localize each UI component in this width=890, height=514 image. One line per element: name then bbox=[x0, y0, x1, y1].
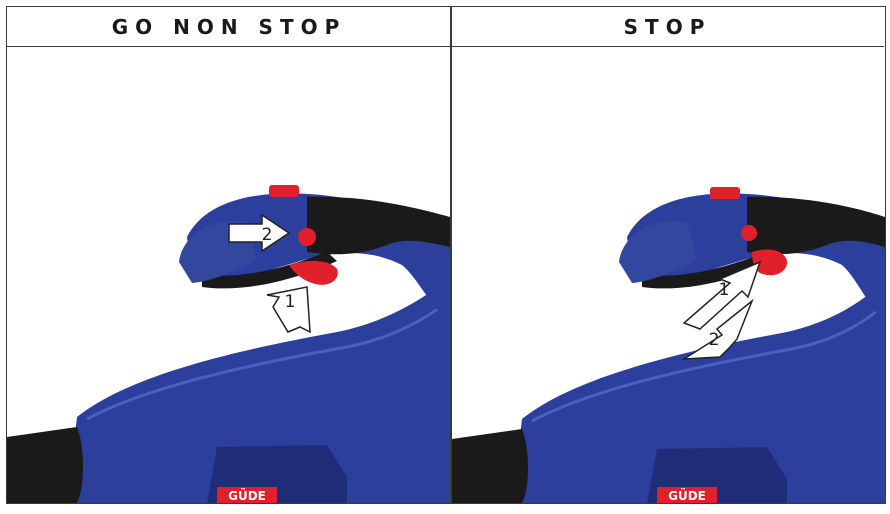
blower-illustration-go: GÜDE 2 1 bbox=[7, 47, 450, 503]
arrow-up-icon: 1 bbox=[267, 287, 310, 332]
nozzle bbox=[452, 429, 528, 503]
step-label-2: 2 bbox=[262, 225, 273, 245]
brand-logo-text: GÜDE bbox=[668, 488, 706, 503]
panel-stop: GÜDE 1 2 bbox=[452, 47, 885, 503]
step-label-1: 1 bbox=[719, 280, 730, 300]
nozzle bbox=[7, 427, 83, 503]
lock-button-top bbox=[269, 185, 299, 197]
trigger bbox=[289, 261, 338, 285]
panel-title-stop: STOP bbox=[451, 7, 884, 47]
step-label-2: 2 bbox=[709, 330, 720, 350]
step-label-1: 1 bbox=[285, 292, 296, 312]
blower-illustration-stop: GÜDE 1 2 bbox=[452, 47, 885, 503]
lock-button-top bbox=[710, 187, 740, 199]
instruction-figure: GO NON STOP STOP GÜDE bbox=[6, 6, 886, 504]
lock-button-side bbox=[741, 225, 757, 241]
brand-logo-text: GÜDE bbox=[228, 488, 266, 503]
panel-go-non-stop: GÜDE 2 1 bbox=[7, 47, 450, 503]
lock-button-side bbox=[298, 228, 316, 246]
panel-title-go-non-stop: GO NON STOP bbox=[7, 7, 451, 47]
